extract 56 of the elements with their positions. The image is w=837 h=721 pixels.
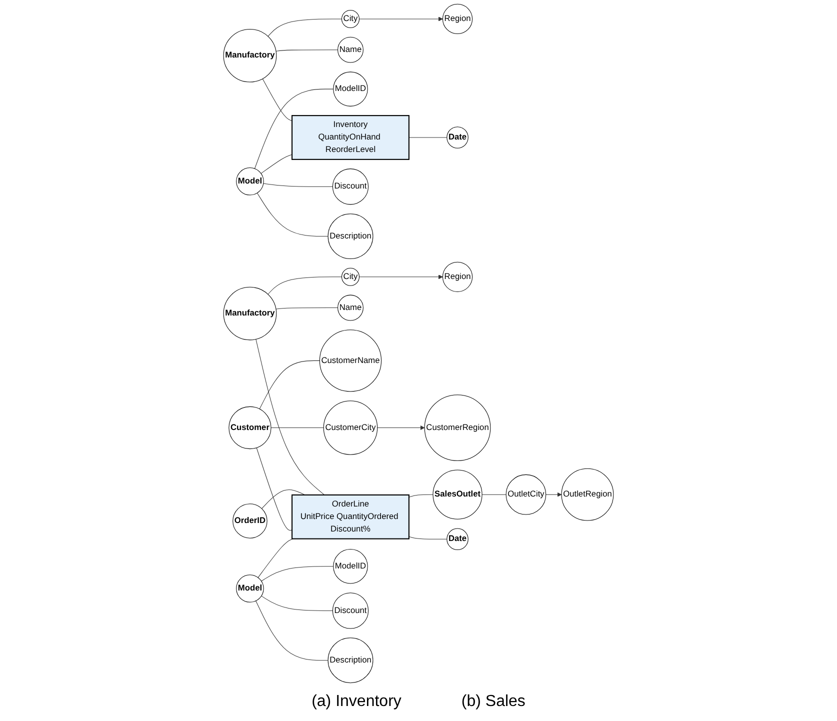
connector [260, 154, 292, 174]
connector [270, 427, 324, 428]
connector [256, 192, 328, 237]
node-circle: ModelID [333, 72, 368, 106]
node-circle: Model [236, 574, 264, 602]
connector [261, 596, 333, 611]
arrow [358, 274, 443, 280]
connector [276, 308, 338, 310]
node-circle: Customer [228, 406, 272, 450]
connector [261, 566, 334, 582]
node-circle: OutletCity [506, 474, 546, 515]
node-circle: Manufactory [223, 286, 277, 340]
figure-caption: (b) Sales [461, 693, 526, 711]
arrow [377, 425, 425, 430]
node-circle: Date [446, 126, 468, 148]
node-circle: City [341, 268, 360, 286]
node-circle: Name [338, 36, 364, 63]
node-circle: Description [328, 214, 374, 259]
connector [262, 78, 292, 121]
connector [262, 490, 306, 509]
node-circle: CustomerRegion [424, 394, 491, 461]
node-circle: CustomerName [319, 330, 382, 392]
connector [263, 183, 333, 187]
node-circle: Name [338, 294, 364, 321]
connector [258, 538, 294, 578]
node-box: OrderLine UnitPrice QuantityOrdered Discount% [292, 494, 410, 540]
connector [268, 276, 342, 295]
connector [256, 600, 328, 661]
node-circle: OrderID [232, 504, 268, 538]
node-circle: CustomerCity [323, 400, 378, 455]
node-circle: SalesOutlet [432, 470, 482, 520]
node-circle: Model [236, 168, 264, 196]
arrow [546, 492, 562, 497]
node-circle: Region [442, 262, 473, 292]
connector [268, 18, 342, 37]
node-circle: Region [442, 4, 473, 34]
node-circle: Description [328, 638, 374, 684]
node-circle: City [341, 10, 360, 28]
figure-caption: (a) Inventory [312, 693, 402, 711]
node-circle: Discount [332, 592, 369, 629]
connector [259, 360, 320, 410]
connector [408, 137, 448, 138]
connector [276, 50, 338, 52]
node-circle: ModelID [333, 549, 368, 584]
node-circle: OutletRegion [561, 468, 614, 521]
connector [408, 536, 448, 540]
node-circle: Manufactory [223, 28, 277, 82]
arrow [358, 16, 443, 22]
node-circle: Date [446, 528, 468, 550]
connector [408, 494, 434, 498]
node-box: Inventory QuantityOnHand ReorderLevel [292, 115, 410, 160]
connector [256, 339, 325, 496]
connector [482, 494, 506, 495]
connector [256, 448, 292, 531]
node-circle: Discount [332, 168, 369, 205]
connector [254, 88, 334, 169]
